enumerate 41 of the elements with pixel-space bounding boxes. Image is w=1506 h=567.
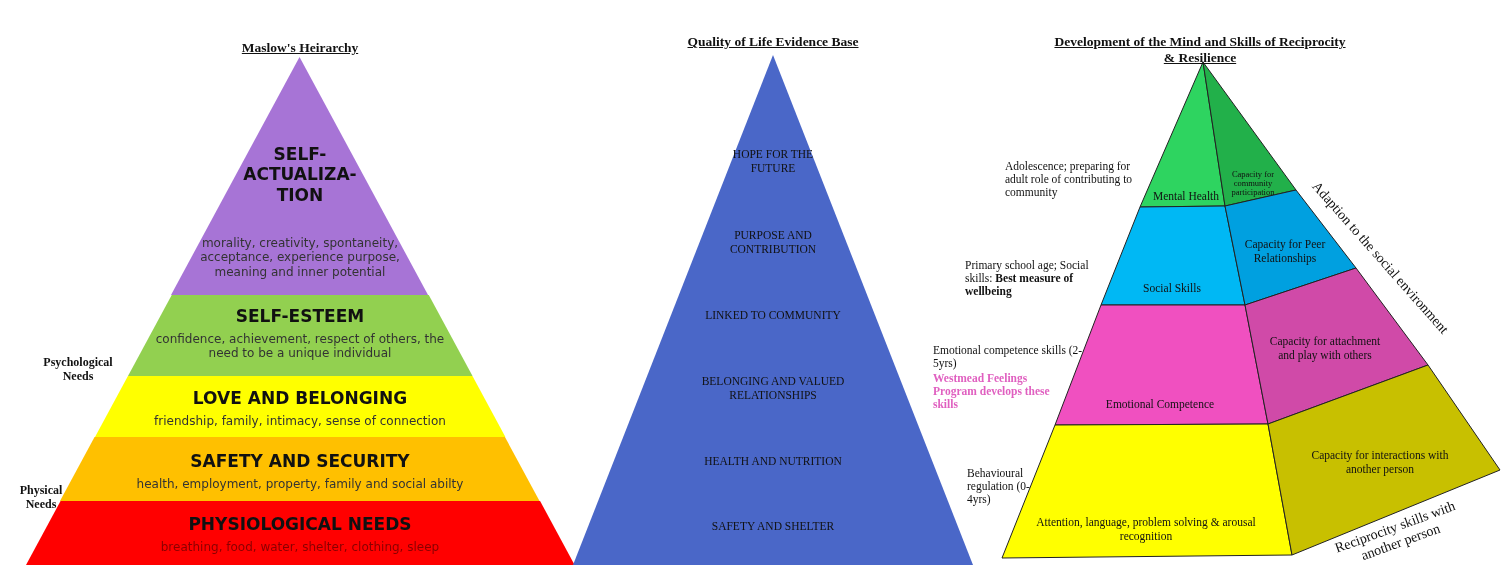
chart-title: Quality of Life Evidence Base: [686, 34, 860, 50]
level-label: HEALTH AND NUTRITION: [703, 455, 843, 469]
pyramid-level: [171, 57, 429, 295]
level-label: PURPOSE AND CONTRIBUTION: [728, 229, 818, 257]
side-label: Psychological Needs: [42, 356, 114, 384]
level-label: BELONGING AND VALUED RELATIONSHIPS: [700, 375, 846, 403]
side-note: Behavioural regulation (0-4yrs): [967, 467, 1031, 507]
face-label: Capacity for community participation: [1230, 169, 1276, 197]
level-heading: SELF- ACTUALIZA- TION: [242, 144, 358, 206]
chart-title: Development of the Mind and Skills of Reciprocity & Resilience: [1053, 34, 1347, 66]
face-label: Capacity for Peer Relationships: [1243, 238, 1327, 266]
level-label: LINKED TO COMMUNITY: [704, 309, 842, 323]
face-label: Attention, language, problem solving & arousal recognition: [1035, 516, 1257, 544]
pyramid-level: [60, 437, 540, 501]
level-description: health, employment, property, family and social abilty: [135, 476, 465, 492]
level-heading: SELF-ESTEEM: [234, 305, 366, 327]
face-label: Capacity for attachment and play with others: [1268, 335, 1382, 363]
level-label: HOPE FOR THE FUTURE: [731, 148, 815, 176]
side-note: Adolescence; preparing for adult role of contributing to community: [1005, 160, 1134, 200]
level-label: SAFETY AND SHELTER: [710, 520, 836, 534]
face-label: Capacity for interactions with another person: [1310, 449, 1450, 477]
pyramid-level: [94, 376, 506, 437]
face-label: Mental Health: [1151, 190, 1221, 204]
side-note: Westmead Feelings Program develops these skills: [933, 372, 1051, 412]
level-description: morality, creativity, spontaneity, acceptance, experience purpose, meaning and inner potential: [199, 236, 401, 280]
side-note: Emotional competence skills (2-5yrs): [933, 344, 1084, 371]
level-description: breathing, food, water, shelter, clothing, sleep: [159, 539, 441, 555]
level-description: confidence, achievement, respect of others, the need to be a unique individual: [154, 331, 446, 361]
pyramid-level: [25, 501, 575, 565]
pyramid-face: [1140, 62, 1225, 207]
side-note: Primary school age; Social skills: Best measure of wellbeing: [965, 259, 1090, 299]
level-heading: PHYSIOLOGICAL NEEDS: [187, 513, 413, 535]
side-label: Physical Needs: [18, 484, 64, 512]
face-label: Social Skills: [1142, 282, 1202, 296]
pyramid-level: [127, 295, 473, 376]
level-description: friendship, family, intimacy, sense of connection: [153, 413, 447, 429]
level-heading: SAFETY AND SECURITY: [189, 450, 411, 472]
pyramid-face: [1101, 206, 1245, 305]
level-heading: LOVE AND BELONGING: [191, 387, 409, 409]
chart-title: Maslow's Heirarchy: [240, 40, 360, 56]
face-label: Emotional Competence: [1104, 398, 1216, 412]
